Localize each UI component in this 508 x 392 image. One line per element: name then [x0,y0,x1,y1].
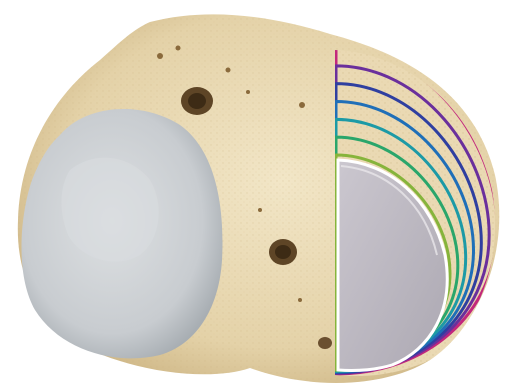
pore-lower [318,337,332,349]
